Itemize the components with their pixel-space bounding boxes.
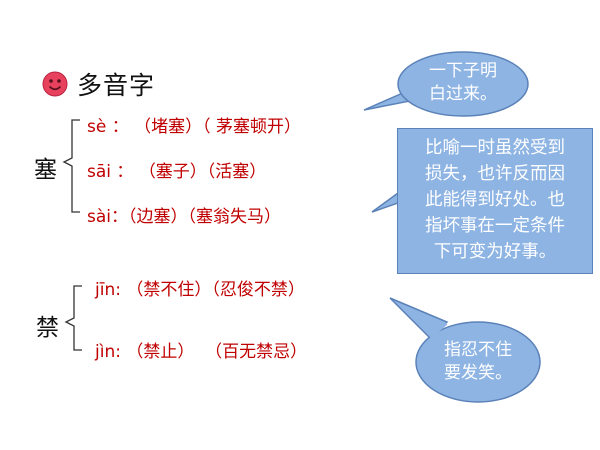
reading-jin4: jìn: （禁止） （百无禁忌）: [95, 337, 307, 362]
callout-line: 指坏事在一定条件: [425, 216, 565, 236]
bracket-jin: [64, 285, 82, 351]
callout-line: 比喻一时虽然受到: [425, 138, 565, 158]
callout-line: 一下子明: [429, 61, 497, 81]
separator: ：: [111, 162, 134, 182]
pinyin: sè: [87, 117, 107, 137]
callout-line: 要发笑。: [444, 363, 512, 383]
callout-bottom-shape: [389, 297, 541, 403]
callout-top-shape: [363, 51, 529, 117]
page-title: 多音字: [77, 71, 156, 100]
example-words: （禁止） （百无禁忌）: [126, 342, 308, 362]
example-words: （塞子）（活塞）: [138, 162, 267, 182]
callout-rect: 比喻一时虽然受到 损失，也许反而因 此能得到好处。也 指坏事在一定条件 下可变为…: [397, 128, 593, 274]
callout-line: 指忍不住: [444, 340, 512, 360]
callout-line: 下可变为好事。: [433, 242, 557, 262]
pinyin: jīn: [95, 280, 116, 300]
char-jin: 禁: [36, 315, 59, 341]
callout-line: 白过来。: [429, 84, 497, 104]
callout-line: 损失，也许反而因: [425, 164, 565, 184]
separator: :: [115, 342, 121, 362]
callout-line: 此能得到好处。也: [425, 190, 565, 210]
bracket-sai: [62, 119, 80, 213]
callout-bottom: 指忍不住 要发笑。: [423, 339, 533, 385]
pinyin: sāi: [87, 162, 111, 182]
example-words: （堵塞）（ 茅塞顿开）: [134, 117, 302, 137]
reading-se: sè ： （堵塞）（ 茅塞顿开）: [87, 112, 301, 137]
separator: :: [115, 280, 121, 300]
title-row: 多音字: [42, 66, 155, 102]
separator: ：: [106, 117, 129, 137]
reading-jin1: jīn: （禁不住）（忍俊不禁）: [95, 275, 305, 300]
reading-sai4: sài：（边塞）（塞翁失马）: [87, 202, 281, 227]
callout-top: 一下子明 白过来。: [408, 60, 518, 106]
pinyin: jìn: [95, 342, 116, 362]
reading-sai1: sāi ： （塞子）（活塞）: [87, 157, 266, 182]
pinyin: sài: [87, 207, 111, 227]
separator: ：: [111, 207, 128, 227]
char-sai: 塞: [34, 157, 57, 183]
example-words: （禁不住）（忍俊不禁）: [126, 280, 305, 300]
example-words: （边塞）（塞翁失马）: [128, 207, 281, 227]
smiley-icon: [42, 71, 68, 97]
callout-rect-tail: [371, 191, 399, 213]
